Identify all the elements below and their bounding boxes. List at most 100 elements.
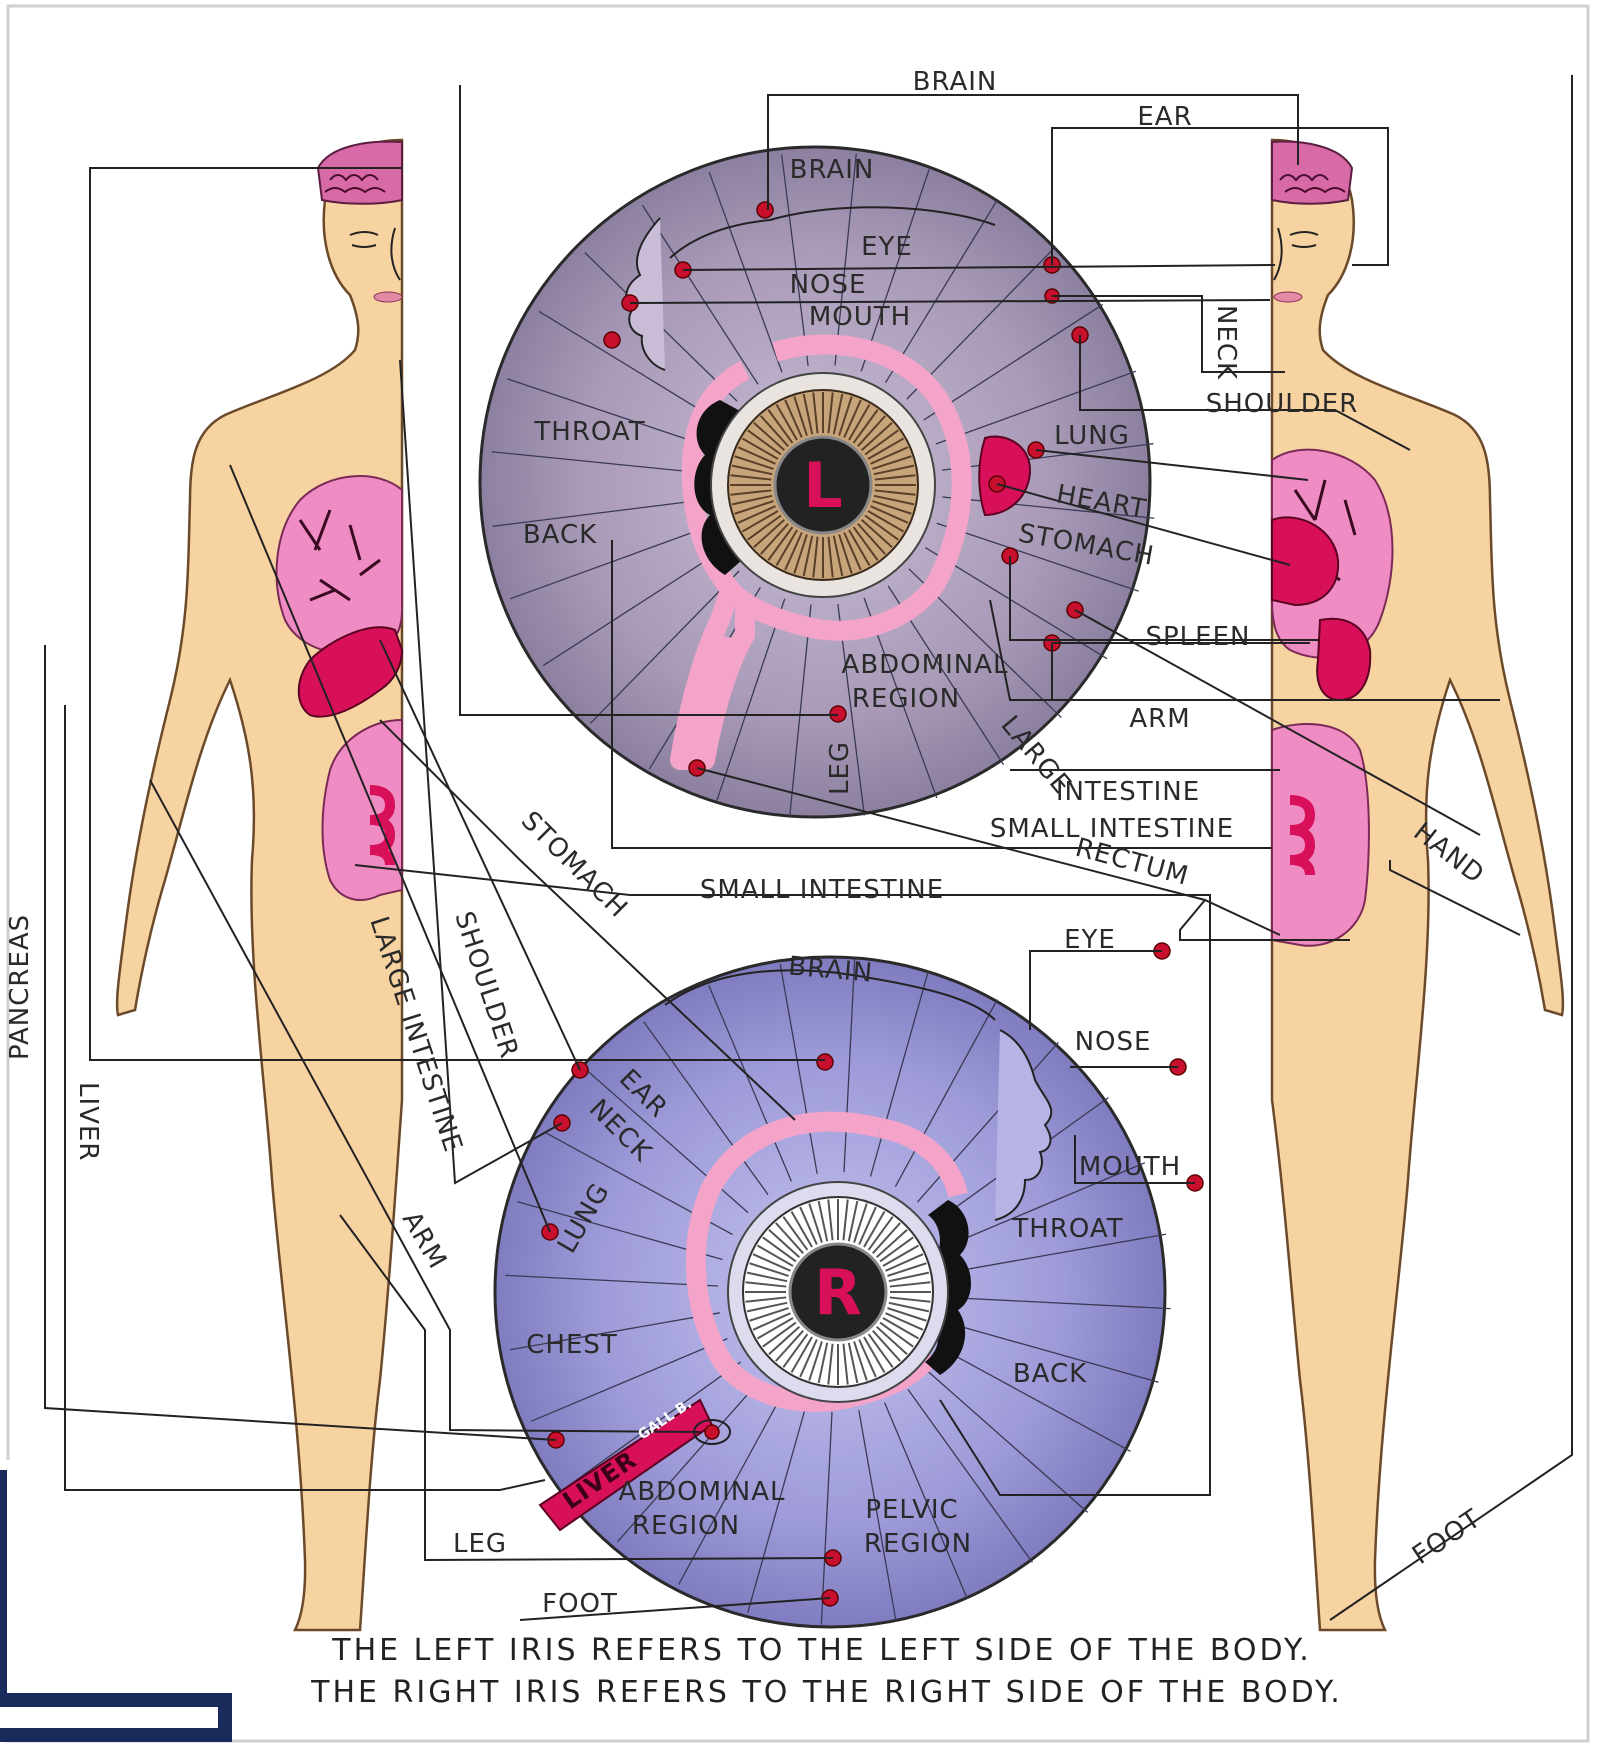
iris-spoke: [957, 1297, 1171, 1310]
iris-spoke: [643, 1021, 769, 1195]
label-eye-l: EYE: [861, 232, 913, 262]
iris-spoke: [872, 1329, 901, 1362]
iris-spoke: [872, 1222, 901, 1255]
right-iris-spokes: [505, 959, 1171, 1625]
iris-spoke: [762, 1321, 797, 1348]
right-spleen-icon: [1316, 617, 1372, 702]
label-brain-r: BRAIN: [787, 951, 874, 988]
iris-spoke: [542, 549, 723, 667]
iris-spoke: [784, 532, 803, 571]
iris-spoke: [768, 1326, 801, 1355]
iris-spoke: [870, 505, 909, 524]
iris-spoke: [802, 535, 814, 577]
right-intestine-icon: [1271, 723, 1370, 947]
iris-spoke: [827, 392, 834, 434]
label-pancreas: PANCREAS: [5, 914, 35, 1060]
iris-spoke: [762, 1236, 797, 1263]
iris-spoke: [752, 1253, 791, 1272]
iris-spoke: [779, 963, 818, 1174]
iris-spoke: [923, 303, 1104, 421]
iris-spoke: [842, 1343, 849, 1385]
caption-left-iris: THE LEFT IRIS REFERS TO THE LEFT SIDE OF…: [331, 1633, 1311, 1668]
iris-spoke: [745, 1296, 787, 1303]
label-abdominal-r-2: REGION: [632, 1511, 740, 1541]
iris-spoke: [853, 1203, 868, 1243]
iris-spoke: [906, 246, 1057, 400]
label-pelvic-r-1: PELVIC: [865, 1495, 958, 1525]
iris-spoke: [863, 1210, 886, 1248]
label-lung-l: LUNG: [1054, 421, 1130, 451]
label-brain-top: BRAIN: [913, 67, 998, 97]
iris-spoke: [820, 1411, 833, 1625]
left-iris-heart-blob: [978, 435, 1032, 517]
iris-spoke: [948, 1162, 1146, 1247]
iris-spoke: [863, 1336, 886, 1374]
iris-spoke: [883, 1402, 968, 1600]
left-iris-spokes: [491, 153, 1155, 817]
label-small-intestine-l: SMALL INTESTINE: [990, 814, 1234, 844]
dot-mouth-l: [603, 331, 621, 349]
iris-spoke: [745, 1281, 787, 1288]
iris-spoke: [875, 1229, 908, 1258]
right-body: [1270, 138, 1565, 1632]
iris-spoke: [838, 534, 853, 574]
label-pelvic-r-2: REGION: [864, 1529, 972, 1559]
iris-spoke: [817, 1200, 829, 1242]
iris-spoke: [737, 446, 776, 465]
iris-spoke: [793, 534, 808, 574]
iris-spoke: [852, 526, 879, 561]
iris-spoke: [782, 1333, 809, 1368]
left-body: [115, 138, 404, 1632]
iris-spoke: [838, 396, 853, 436]
label-eye-r: EYE: [1064, 925, 1116, 955]
iris-spoke: [864, 429, 899, 456]
iris-spoke: [857, 522, 886, 555]
iris-spoke: [867, 1333, 894, 1368]
left-iris: L: [478, 145, 1155, 819]
left-pupil: [773, 435, 873, 535]
iris-spoke: [747, 1407, 807, 1613]
iris-spoke: [817, 1342, 829, 1384]
iris-spoke: [869, 971, 929, 1177]
iris-spoke: [491, 451, 704, 474]
corner-mark: [0, 1470, 232, 1742]
iris-spoke: [746, 1271, 788, 1283]
iris-spoke: [867, 510, 905, 533]
iris-spoke: [867, 437, 905, 460]
iris-spoke: [812, 536, 819, 578]
iris-spoke: [857, 415, 886, 448]
label-back-l: BACK: [523, 520, 597, 550]
iris-spoke: [746, 1301, 788, 1313]
iris-spoke: [799, 1339, 818, 1378]
right-iris: R: [493, 942, 1204, 1629]
iris-spoke: [737, 505, 776, 524]
iris-spoke: [753, 519, 786, 548]
iris-spoke: [858, 1206, 877, 1245]
right-leader-lines: [44, 75, 1573, 1621]
iris-spoke: [808, 1203, 823, 1243]
iris-spoke: [505, 1274, 719, 1287]
iris-spoke: [775, 1329, 804, 1362]
iris-spoke: [767, 526, 794, 561]
iris-spoke: [827, 536, 834, 578]
iris-spoke: [888, 1301, 930, 1313]
iris-spoke: [799, 1206, 818, 1245]
iris-spoke: [953, 1323, 1159, 1383]
iris-spoke: [834, 153, 857, 366]
iris-spoke: [879, 1236, 914, 1263]
label-throat-r: THROAT: [1011, 1214, 1123, 1244]
right-iris-face: [994, 1029, 1053, 1221]
iris-spoke: [768, 1229, 801, 1258]
iris-spoke: [956, 1233, 1167, 1272]
iris-spoke: [888, 1271, 930, 1283]
iris-spoke: [756, 1317, 794, 1340]
iris-spoke: [730, 474, 772, 481]
iris-spoke: [509, 1312, 720, 1351]
iris-spoke: [874, 474, 916, 481]
iris-spoke: [775, 529, 798, 567]
iris-spoke: [942, 496, 1155, 519]
right-pupil: [788, 1242, 888, 1342]
label-abdominal-r-1: ABDOMINAL: [619, 1477, 786, 1507]
right-heart-icon: [1271, 516, 1340, 607]
iris-spoke: [782, 1216, 809, 1251]
